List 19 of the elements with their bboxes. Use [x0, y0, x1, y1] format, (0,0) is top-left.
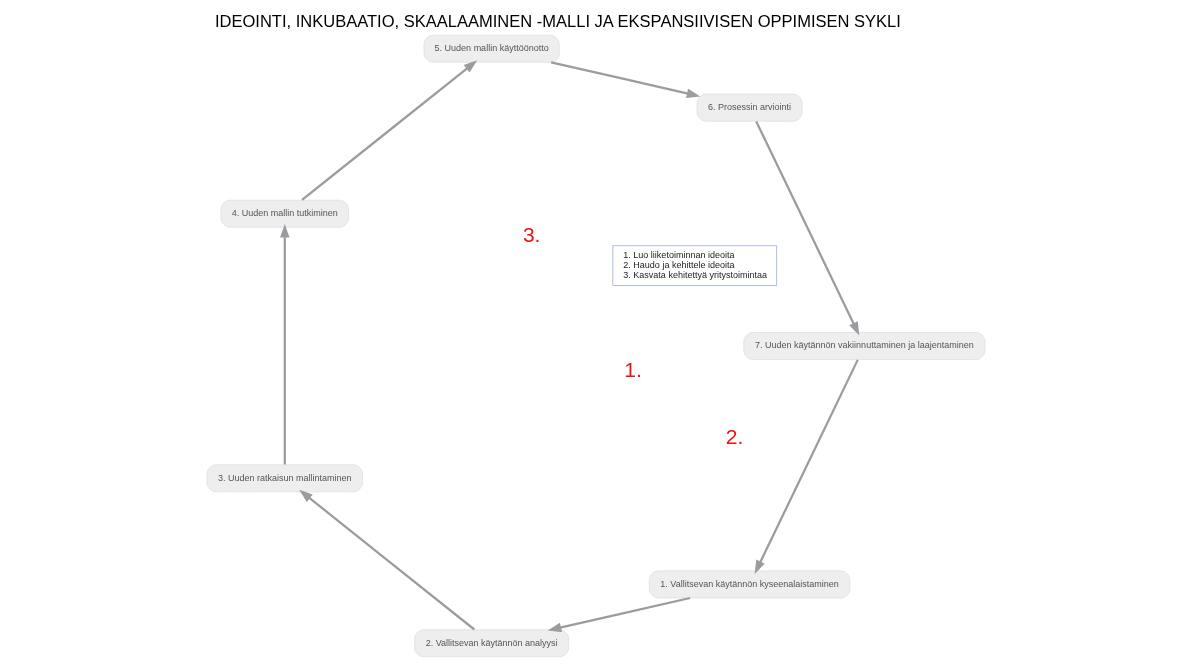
node-box: 5. Uuden mallin käyttöönotto: [423, 34, 560, 63]
node-box: 4. Uuden mallin tutkiminen: [220, 199, 349, 228]
arrow: [279, 224, 290, 465]
arrow: [550, 61, 700, 98]
node-box: 6. Prosessin arviointi: [696, 93, 803, 122]
label: 3.: [522, 222, 540, 246]
arrow: [547, 596, 690, 633]
diagram-title: IDEOINTI, INKUBAATIO, SKAALAAMINEN -MALLI JA EKSPANSIIVISEN OPPIMISEN SYKLI: [214, 12, 901, 32]
arrow: [298, 489, 475, 631]
label: 2.: [725, 425, 743, 449]
label: 1.: [623, 357, 642, 381]
node-box: 1. Vallitsevan käytännön kyseenalaistaminen: [648, 570, 850, 599]
arrow: [300, 60, 477, 201]
node-box: 3. Uuden ratkaisun mallintaminen: [206, 464, 363, 493]
arrow: [754, 359, 859, 574]
node-box: 2. Vallitsevan käytännön analyysi: [413, 629, 569, 658]
node-box: 7. Uuden käytännön vakiinnuttaminen ja laajentaminen: [742, 332, 985, 360]
arrow: [754, 121, 859, 336]
node-box: 1. Luo liiketoiminnan ideoita 2. Haudo ja kehittele ideoita 3. Kasvata kehitettyä yritystoimintaa: [611, 245, 777, 286]
